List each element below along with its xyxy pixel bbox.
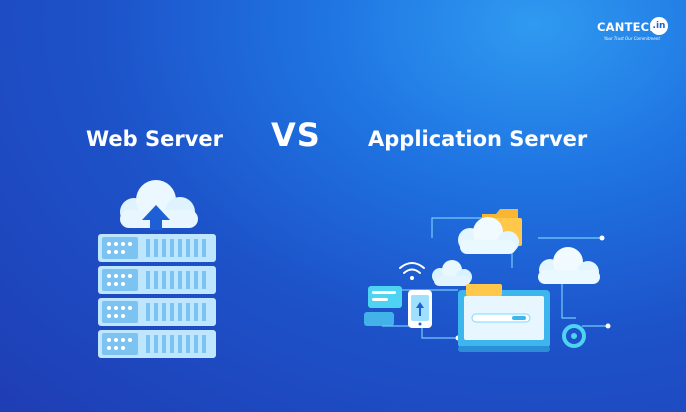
wifi-icon [399,262,425,280]
web-server-illustration [98,180,216,358]
cloud-icon [458,217,519,254]
application-server-illustration [364,209,611,352]
brand-badge: .in [650,17,668,35]
browser-card-icon [364,286,402,326]
cloud-upload-icon [120,180,198,230]
brand-logo: CANTECH .in Your Trust Our Commitment [597,16,677,42]
gear-icon [562,324,586,348]
phone-icon [408,290,432,328]
brand-name: CANTECH [597,20,660,34]
application-server-heading: Application Server [368,127,588,151]
brand-tagline: Your Trust Our Commitment [604,36,660,41]
cloud-icon-small [432,260,472,286]
server-rack-icon [98,234,216,358]
versus-heading: VS [271,116,321,154]
web-server-heading: Web Server [86,127,224,151]
cloud-icon-right [538,247,600,284]
monitor-icon [458,284,550,352]
